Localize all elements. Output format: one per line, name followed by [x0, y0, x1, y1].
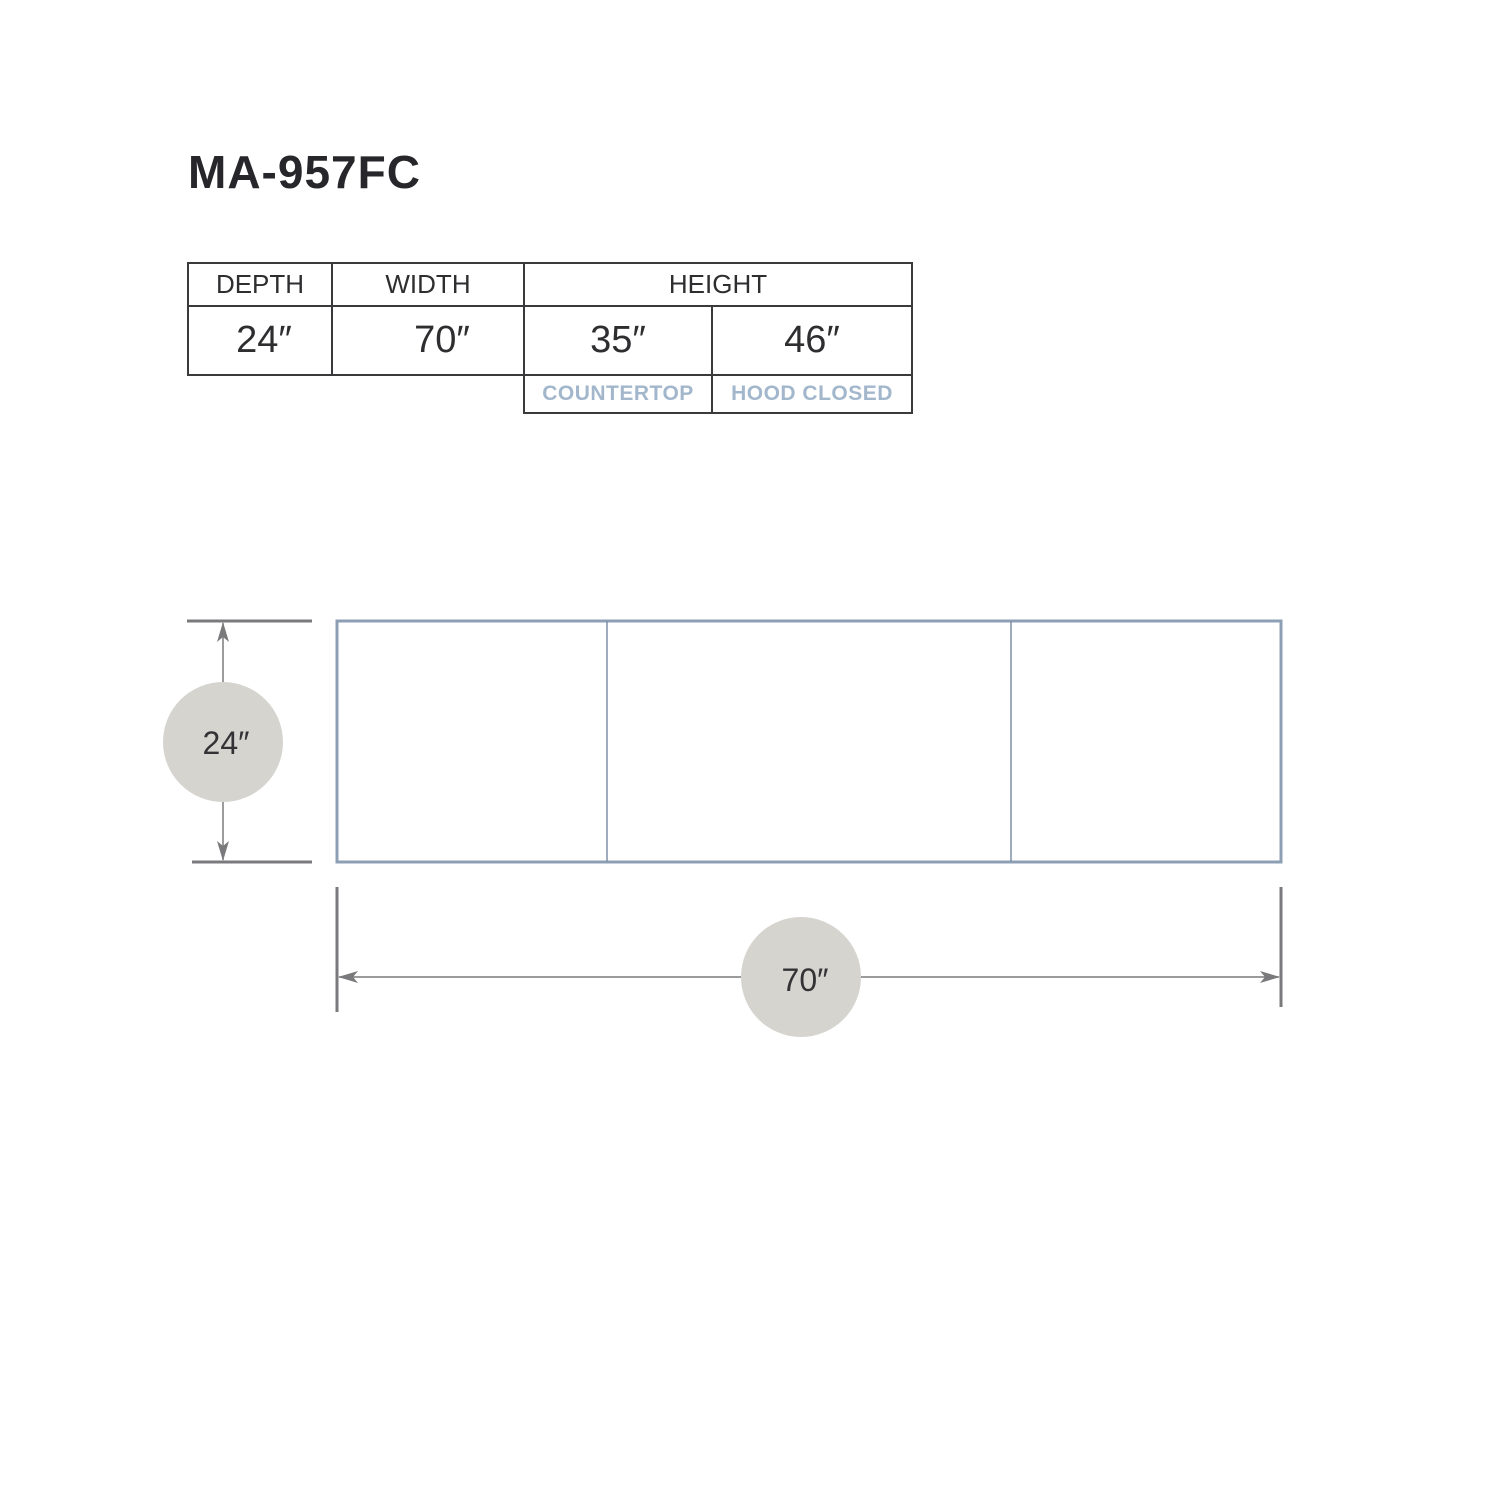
- hood-closed-label: HOOD CLOSED: [711, 374, 913, 414]
- width-header: WIDTH: [331, 262, 525, 307]
- width-dimension-label: 70″: [782, 962, 829, 998]
- unit-outline: [335, 619, 1283, 864]
- width-value: 70″: [331, 305, 525, 376]
- width-badge: [741, 917, 861, 1037]
- model-title: MA-957FC: [188, 146, 421, 198]
- depth-dimension-label: 24″: [203, 725, 250, 761]
- depth-badge: [163, 682, 283, 802]
- width-dimension: 70″: [335, 887, 1283, 1037]
- depth-dimension: 24″: [163, 619, 312, 864]
